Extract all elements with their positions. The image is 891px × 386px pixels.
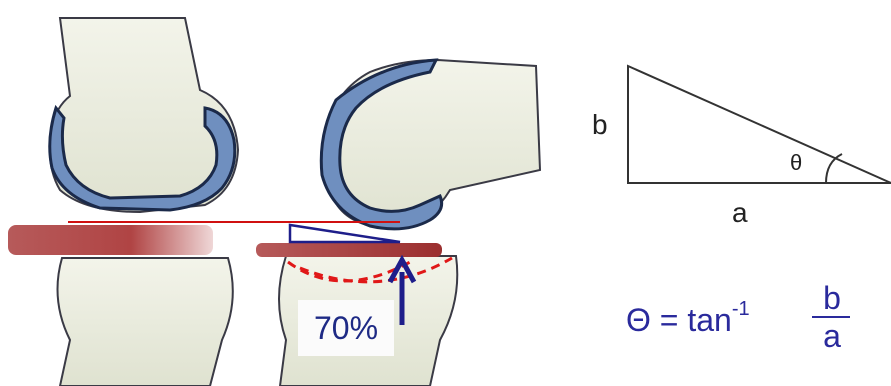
percentage-box: 70% [298, 300, 394, 356]
left-tibia [58, 258, 233, 386]
tangent-formula: Θ = tan-1 b a [626, 282, 876, 354]
formula-lhs: Θ = tan-1 [626, 302, 750, 339]
formula-tan: Θ = tan [626, 302, 732, 338]
formula-denominator: a [812, 318, 852, 355]
formula-exponent: -1 [732, 298, 750, 320]
right-tibial-tray [256, 243, 442, 257]
percentage-label: 70% [314, 310, 378, 347]
label-theta: θ [790, 150, 802, 175]
label-b: b [592, 109, 608, 140]
right-triangle [628, 66, 891, 183]
formula-numerator: b [812, 280, 852, 317]
right-femur [321, 60, 540, 229]
left-femur [50, 18, 238, 212]
left-tibial-tray [8, 225, 213, 255]
label-a: a [732, 197, 748, 228]
